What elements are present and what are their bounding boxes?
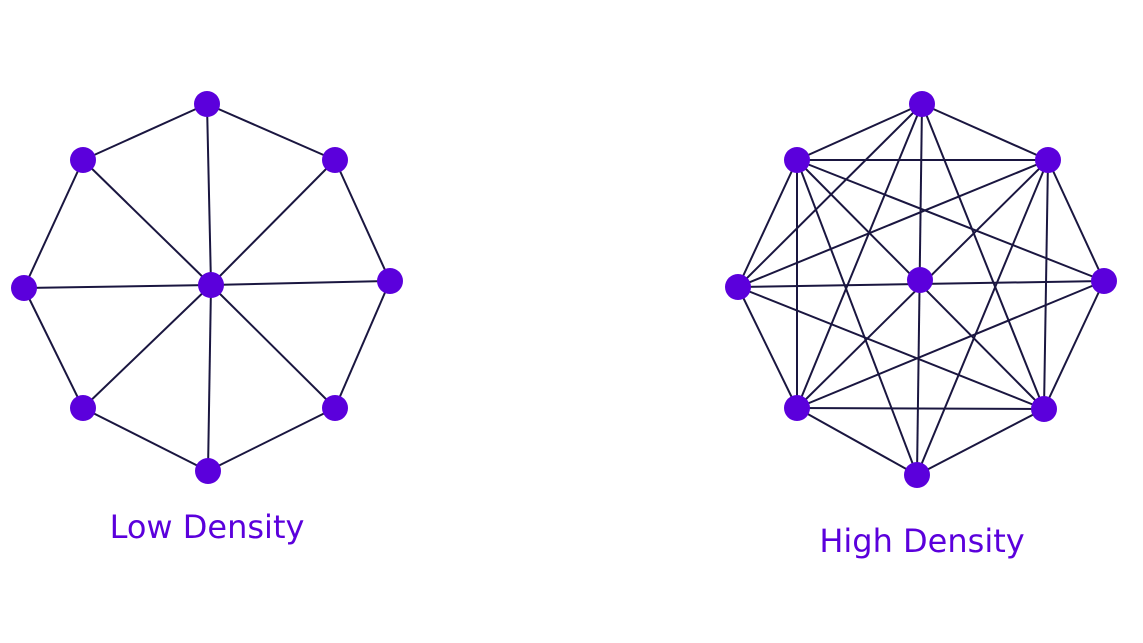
high-density-edge-top-top-right [921,103,1049,161]
high-density-edge-top-bottom-left [796,103,923,409]
high-density-node-bottom-left [784,395,810,421]
high-density-edge-bottom-right-left [737,286,1045,410]
high-density-node-right [1091,268,1117,294]
low-density-edge-left-top-left [23,159,84,289]
low-density-graph [11,91,403,484]
low-density-edge-center-right [210,280,391,286]
low-density-edge-top-top-right [206,103,336,161]
high-density-node-bottom [904,462,930,488]
high-density-edge-top-right-bottom-right [1043,159,1049,410]
low-density-node-top [194,91,220,117]
low-density-nodes [11,91,403,484]
high-density-node-top-right [1035,147,1061,173]
low-density-edge-center-top-right [210,159,336,286]
low-density-edge-right-bottom-right [334,280,391,409]
high-density-edge-right-bottom-left [796,280,1105,409]
high-density-node-bottom-right [1031,396,1057,422]
high-density-edge-top-left [737,103,923,288]
high-density-label: High Density [819,522,1025,560]
high-density-node-center [907,267,933,293]
high-density-node-top-left [784,147,810,173]
high-density-graph [725,91,1117,488]
low-density-edge-center-left [23,284,212,289]
high-density-node-left [725,274,751,300]
low-density-edge-top-left-top [82,103,208,161]
high-density-edge-top-right-bottom [916,159,1049,476]
low-density-node-left [11,275,37,301]
high-density-edge-bottom-right-bottom [916,408,1045,476]
high-density-node-top [909,91,935,117]
high-density-edge-bottom-left-left [737,286,798,409]
high-density-edge-right-top-left [796,159,1105,282]
low-density-node-top-right [322,147,348,173]
low-density-node-top-left [70,147,96,173]
low-density-edge-center-bottom-left [82,284,212,409]
high-density-edge-top-right-right [1047,159,1105,282]
low-density-node-center [198,272,224,298]
low-density-node-right [377,268,403,294]
low-density-node-bottom-right [322,395,348,421]
high-density-edge-bottom-right-bottom-left [796,407,1045,410]
low-density-edge-center-top [206,103,212,286]
low-density-node-bottom-left [70,395,96,421]
high-density-edge-left-top-left [737,159,798,288]
high-density-edge-right-bottom-right [1043,280,1105,410]
high-density-edge-bottom-bottom-left [796,407,918,476]
high-density-edge-top-bottom-right [921,103,1045,410]
high-density-edge-top-top-left [796,103,923,161]
low-density-edge-bottom-left-left [23,287,84,409]
low-density-label: Low Density [109,508,305,546]
high-density-edge-top-right-left [737,159,1049,288]
low-density-edges [23,103,391,472]
low-density-edge-top-right-right [334,159,391,282]
low-density-edge-center-top-left [82,159,212,286]
low-density-node-bottom [195,458,221,484]
low-density-edge-bottom-right-bottom [207,407,336,472]
low-density-edge-bottom-bottom-left [82,407,209,472]
high-density-edge-bottom-top-left [796,159,918,476]
low-density-edge-center-bottom-right [210,284,336,409]
high-density-nodes [725,91,1117,488]
low-density-edge-center-bottom [207,284,212,472]
